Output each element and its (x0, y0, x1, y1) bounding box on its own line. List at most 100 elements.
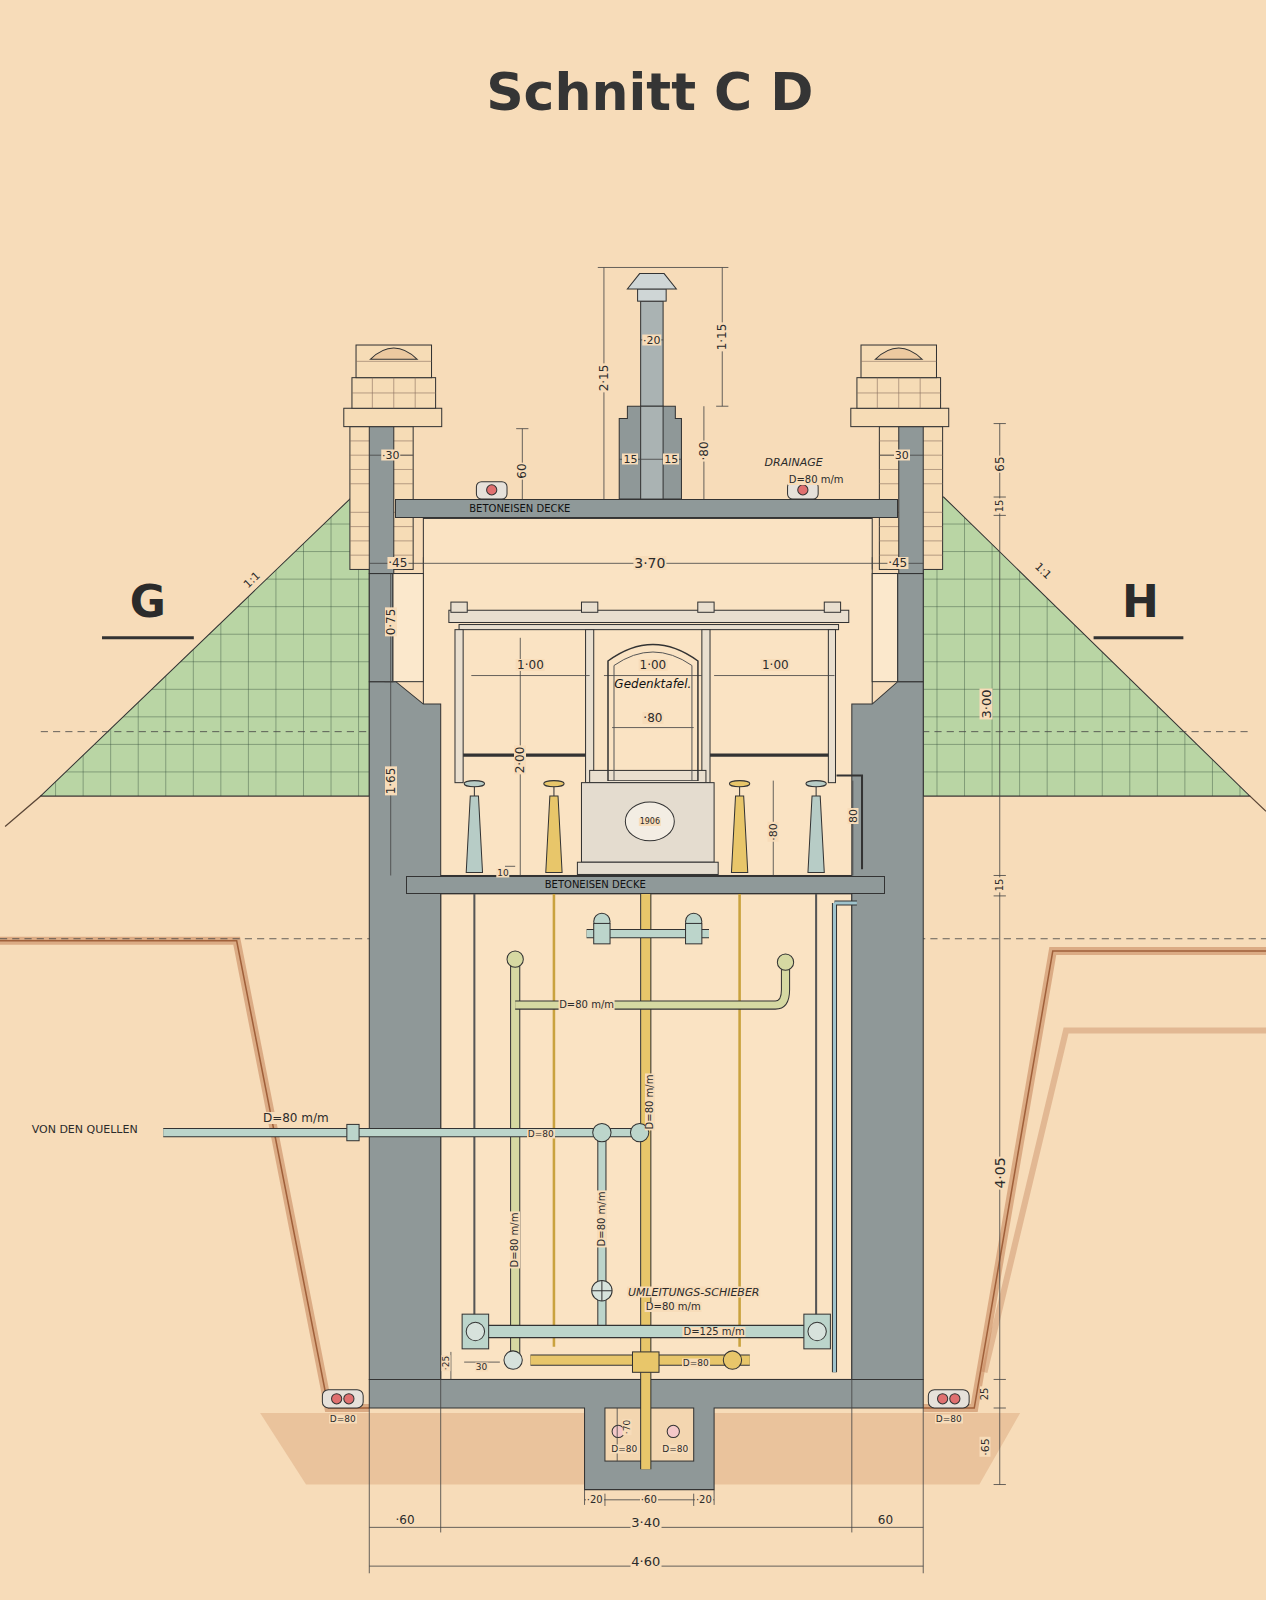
fittings-part (632, 1352, 659, 1372)
memorial-frame-part (828, 630, 835, 783)
fittings-part (592, 1280, 612, 1300)
section-letter: G (129, 580, 167, 624)
structure-part (344, 408, 442, 426)
dimension-label: 1·00 (639, 659, 668, 671)
dimension-label: ·20 (586, 1495, 604, 1505)
pipework-part (834, 903, 856, 1372)
valve-stands (464, 781, 826, 873)
pipework-part (464, 1326, 826, 1337)
dimension-label: 1:1 (241, 569, 263, 591)
chimney (619, 274, 681, 499)
dimension-label: ·65 (980, 1437, 991, 1457)
pipework-part (515, 964, 785, 1005)
dimension-label: D=80 m/m (510, 1211, 520, 1268)
dimension-label: 30 (475, 1363, 488, 1372)
pipework-part (464, 1325, 826, 1338)
fittings-part (804, 1314, 831, 1349)
valve-stands-part (731, 784, 747, 873)
pipework (163, 894, 857, 1469)
dimension-label: D=80 (935, 1415, 963, 1424)
pipework-part (641, 894, 650, 1469)
valve-stands-part (464, 781, 484, 787)
structure-part (370, 348, 417, 359)
dimension-label: 1·15 (716, 322, 728, 351)
dimension-lines-part (451, 1352, 617, 1461)
memorial-frame-part (586, 630, 594, 783)
memorial-frame-part (459, 625, 838, 630)
fittings-part (504, 1351, 522, 1369)
dimension-label: ·60 (394, 1514, 415, 1526)
valve-stands-part (806, 781, 826, 787)
dimension-label: ·60 (640, 1495, 658, 1505)
chimney-part (627, 274, 676, 289)
dimension-label: ·20 (642, 334, 662, 345)
memorial-frame-part (698, 602, 714, 612)
memorial-frame-part (590, 770, 706, 782)
soil-part (923, 951, 1266, 1408)
dimension-label: 60 (877, 1514, 894, 1526)
memorial-frame-part (702, 630, 710, 783)
drainage-pipes-part (322, 1390, 363, 1408)
drainage-pipes-part (798, 485, 808, 495)
structure-part (898, 574, 924, 682)
dimension-label: ·20 (695, 1495, 713, 1505)
plaque-arch (608, 644, 698, 781)
dimension-label: 1·00 (761, 659, 790, 671)
drainage-pipes-part (938, 1394, 948, 1404)
plaque-label: Gedenktafel. (614, 678, 691, 690)
concrete-slab: BETONEISEN DECKE (395, 499, 898, 518)
pipework-part (640, 894, 651, 1469)
plaque-arch-inner (614, 652, 692, 781)
structure-part (851, 408, 949, 426)
fittings-part (507, 951, 523, 967)
fittings-part (593, 1123, 611, 1141)
memorial-frame-part (625, 802, 674, 841)
memorial-frame-part (455, 630, 463, 783)
dimension-label: 25 (980, 1387, 990, 1402)
pipework-part (515, 964, 785, 1005)
dimension-label: 1·65 (385, 766, 397, 795)
dimension-label: D=80 (527, 1129, 555, 1138)
section-letter: H (1121, 580, 1160, 624)
dimension-label: D=80 m/m (597, 1191, 607, 1248)
dimension-label: UMLEITUNGS-SCHIEBER (627, 1286, 761, 1297)
section-mark-bar (1094, 636, 1184, 639)
soil-part (0, 941, 369, 1408)
dimension-label: D=80 m/m (558, 1000, 615, 1010)
fittings-part (686, 923, 702, 943)
drawing-title: Schnitt C D (486, 62, 813, 122)
dimension-label: D=80 (610, 1444, 638, 1453)
fittings-part (777, 954, 793, 970)
drainage-pipes-part (487, 485, 497, 495)
dimension-lines-part (369, 557, 923, 569)
concrete-slab: BETONEISEN DECKE (406, 876, 885, 894)
memorial-frame-part (449, 610, 849, 622)
memorial-frame-part (837, 776, 863, 870)
dimension-lines (369, 267, 1006, 1573)
dimension-label: 2·00 (514, 746, 526, 775)
pipework-part (163, 1129, 637, 1136)
drainage-pipes-part (928, 1390, 969, 1408)
dimension-lines-part (369, 429, 923, 499)
structure-part (872, 574, 898, 682)
drainage-pipes-part (950, 1394, 960, 1404)
dimension-label: 30 (894, 450, 910, 461)
memorial-plaque: Gedenktafel. (604, 631, 702, 781)
dimension-label: 1906 (639, 818, 661, 826)
fittings-part (592, 1280, 612, 1300)
structure-part (369, 682, 440, 1380)
dimension-label: ·80 (768, 822, 779, 842)
dimension-label: 0·75 (385, 608, 397, 637)
plaque-outline (604, 631, 702, 781)
chimney-part (641, 301, 663, 499)
dimension-label: D=80 (661, 1444, 689, 1453)
dimension-label: D=80 m/m (645, 1074, 655, 1131)
dimension-label: VON DEN QUELLEN (31, 1123, 139, 1134)
chimney-part (638, 289, 667, 301)
valve-stands-part (808, 784, 824, 873)
chimney-part (619, 406, 681, 499)
valve-stands-part (546, 784, 562, 873)
fittings (347, 913, 831, 1372)
valve-stands-part (544, 781, 564, 787)
dimension-label: D=125 m/m (682, 1327, 745, 1337)
